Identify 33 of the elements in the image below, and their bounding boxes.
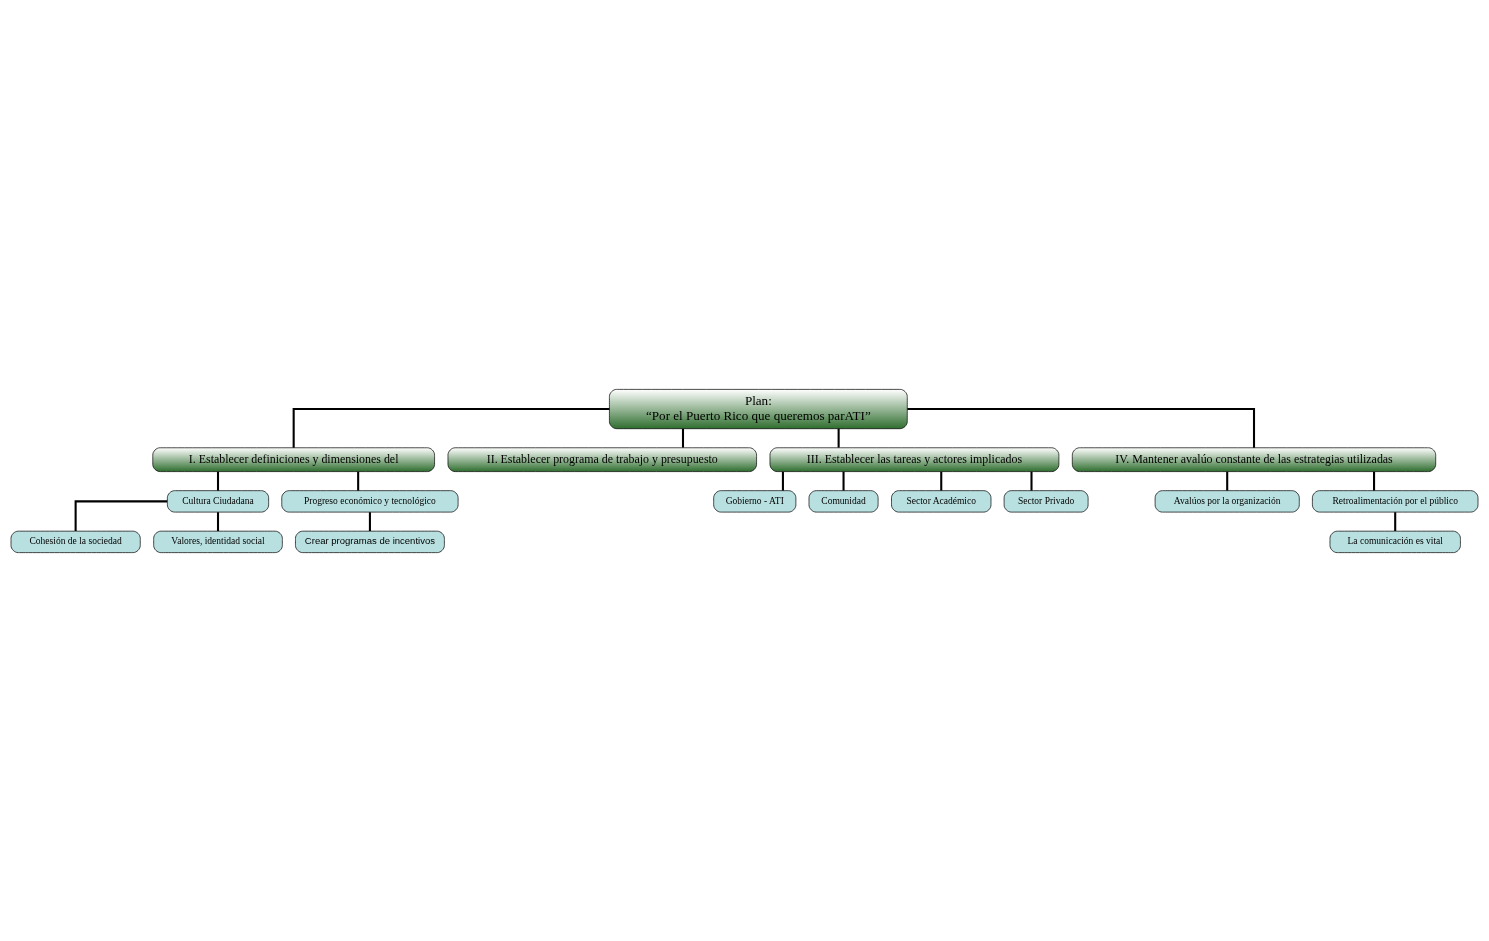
connector	[837, 428, 840, 448]
connector	[368, 511, 371, 531]
node-box: Progreso económico y tecnológico	[281, 489, 459, 512]
node-box: Gobierno - ATI	[713, 489, 797, 512]
connector	[74, 499, 168, 531]
connector	[1030, 471, 1033, 491]
connector	[842, 471, 845, 491]
node-box: Cultura Ciudadana	[167, 489, 269, 512]
connector	[681, 428, 685, 448]
node-box: Comunidad	[808, 489, 879, 512]
node-box: II. Establecer programa de trabajo y presupuesto	[447, 446, 757, 472]
connector	[1373, 471, 1376, 491]
node-box: Plan: “Por el Puerto Rico que queremos parATI”	[609, 388, 908, 429]
node-box: Valores, identidad social	[153, 530, 283, 553]
node-box: I. Establecer definiciones y dimensiones del	[152, 446, 435, 472]
connector	[216, 471, 220, 491]
node-box: III. Establecer las tareas y actores implicados	[769, 446, 1060, 472]
node-box: IV. Mantener avalúo constante de las estrategias utilizadas	[1071, 446, 1437, 472]
connector	[940, 471, 943, 491]
connector	[907, 407, 1256, 448]
node-box: Retroalimentación por el público	[1312, 489, 1479, 512]
node-box: Sector Privado	[1003, 489, 1089, 512]
connector	[216, 511, 220, 531]
node-box: La comunicación es vital	[1329, 530, 1461, 553]
node-box: Crear programas de incentivos	[295, 530, 445, 553]
node-box: Avalúos por la organización	[1154, 489, 1300, 512]
connector	[357, 471, 360, 491]
connector	[1394, 511, 1397, 531]
connector	[781, 471, 784, 491]
connector	[292, 407, 610, 448]
node-box: Cohesión de la sociedad	[10, 530, 141, 553]
node-box: Sector Académico	[891, 489, 992, 512]
connector	[1226, 471, 1229, 491]
